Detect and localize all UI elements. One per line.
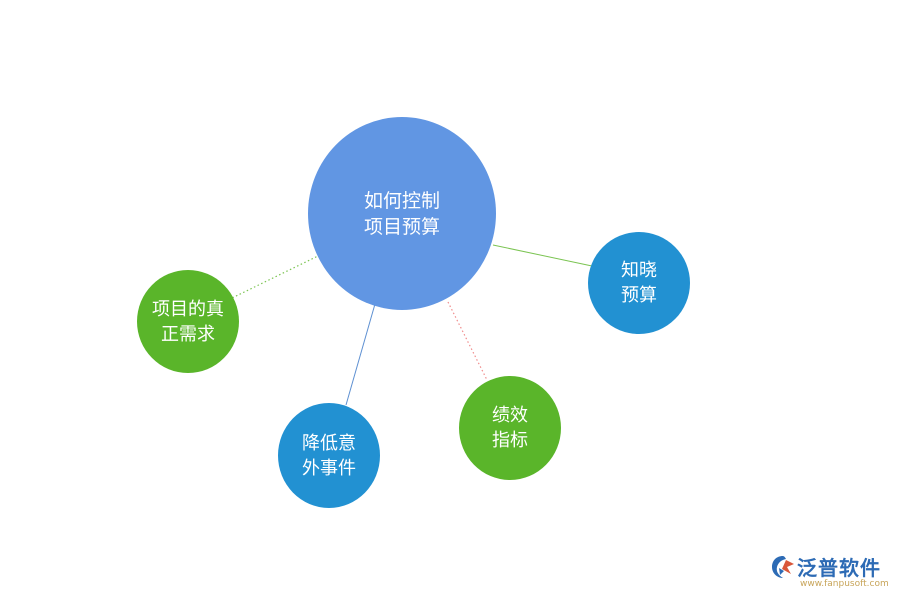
node-know-budget-line-1: 知晓 xyxy=(621,260,657,281)
node-performance-line-2: 指标 xyxy=(492,430,528,451)
node-performance-line-1: 绩效 xyxy=(492,405,528,426)
node-real-needs-line-2: 正需求 xyxy=(161,323,215,345)
center-node-line-1: 如何控制 xyxy=(363,189,440,212)
node-real-needs-line-1: 项目的真 xyxy=(152,298,224,320)
center-node-line-2: 项目预算 xyxy=(363,215,440,238)
node-real-needs: 项目的真 正需求 xyxy=(137,270,239,373)
link-center-to-know-budget xyxy=(492,244,593,267)
node-know-budget: 知晓 预算 xyxy=(588,232,690,334)
center-node-control-budget: 如何控制 项目预算 xyxy=(308,117,496,310)
node-reduce-incidents-line-1: 降低意 xyxy=(302,432,356,454)
logo-url: www.fanpusoft.com xyxy=(800,579,889,589)
node-reduce-incidents-line-2: 外事件 xyxy=(302,457,356,479)
node-reduce-incidents: 降低意 外事件 xyxy=(278,403,380,508)
fanpu-logo-icon xyxy=(772,556,794,578)
node-know-budget-line-2: 预算 xyxy=(621,285,657,306)
node-performance-indicators: 绩效 指标 xyxy=(459,376,561,480)
fanpu-logo: 泛普软件 www.fanpusoft.com xyxy=(770,552,892,592)
logo-name: 泛普软件 xyxy=(797,556,881,580)
link-center-to-performance xyxy=(447,301,488,381)
link-center-to-reduce-incidents xyxy=(345,303,376,406)
link-center-to-real-needs xyxy=(231,254,321,299)
